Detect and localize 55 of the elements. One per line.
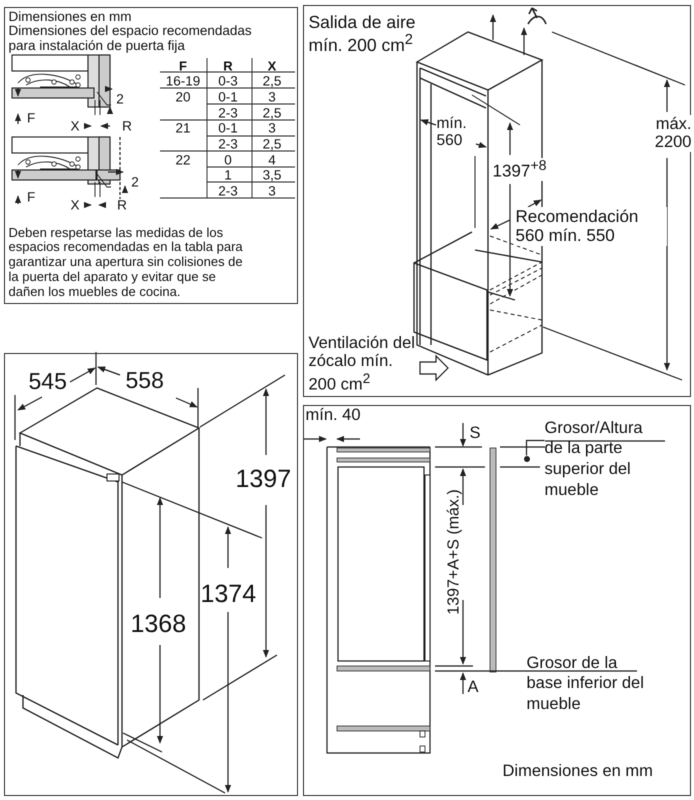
table-cell: 2,5	[262, 106, 282, 120]
subheading: Dimensiones del espacio recomendadas para instalación de puerta fija	[8, 22, 253, 54]
dimension-label: R	[122, 118, 132, 134]
table-cell: 3	[268, 90, 276, 104]
dimension-label: 1368	[130, 610, 186, 638]
table-cell: 3,5	[262, 168, 282, 182]
table-cell: 1	[224, 168, 232, 182]
dimension-label: X	[70, 118, 80, 134]
note-text: Deben respetarse las medidas de los espacios recomendadas en la tabla para garantizar una apertura sin colisiones de la puerta del aparato y evitar que se dañen los muebles de cocina.	[8, 226, 244, 300]
table-cell: 22	[175, 152, 191, 168]
units-note: Dimensiones en mm	[502, 762, 653, 780]
dimension-label: 1397+A+S (máx.)	[446, 488, 463, 614]
dimension-label: 1374	[200, 580, 256, 608]
table-cell: 2-3	[218, 136, 238, 152]
dimension-label: X	[70, 198, 80, 212]
table-header: R	[223, 58, 233, 74]
vent-label: Ventilación del zócalo mín. 200 cm$^{2}$	[308, 334, 416, 395]
cabinet-panel	[303, 5, 691, 397]
callout-text: Grosor/Altura de la parte superior del mueble	[544, 418, 644, 502]
info-panel	[4, 7, 298, 304]
table-cell: 0-3	[218, 74, 238, 88]
table-cell: 20	[175, 90, 191, 104]
dimension-label: 2	[116, 92, 124, 106]
table-cell: 2,5	[262, 74, 282, 88]
callout-text: Grosor de la base inferior del mueble	[526, 652, 644, 716]
dimension-label: mín. 40	[306, 406, 361, 424]
dimension-label: 558	[126, 366, 164, 393]
dimension-label: F	[27, 190, 36, 204]
dimension-label: 2	[131, 174, 139, 190]
heading: Dimensiones en mm	[8, 8, 132, 24]
dimension-label: S	[470, 424, 481, 442]
table-header: F	[179, 58, 187, 74]
table-cell: 2,5	[262, 136, 282, 152]
table-cell: 21	[175, 120, 191, 136]
table-cell: 0	[224, 152, 232, 168]
table-cell: 0-1	[218, 120, 238, 136]
table-header: X	[268, 58, 276, 74]
table-cell: 2-3	[218, 184, 238, 198]
dimension-label: 1397$^{+8}$	[492, 158, 548, 181]
table-cell: 3	[268, 120, 276, 136]
leader-line	[526, 440, 544, 456]
table-cell: 4	[268, 152, 276, 168]
leader-dot	[524, 456, 530, 462]
table-cell: 3	[268, 184, 276, 198]
dimension-label: R	[117, 198, 127, 212]
dimension-label: F	[27, 110, 36, 126]
table-cell: 0-1	[218, 90, 238, 104]
dimension-label: 1397	[236, 464, 292, 494]
dimension-label: A	[468, 678, 479, 696]
vent-label: Salida de aire mín. 200 cm$^{2}$	[308, 12, 417, 55]
dimension-label: 545	[28, 368, 67, 394]
table-cell: 2-3	[218, 106, 238, 120]
section-panel	[303, 405, 691, 796]
table-cell: 16-19	[166, 74, 200, 88]
dimension-label: Recomendación 560 mín. 550	[514, 206, 666, 246]
